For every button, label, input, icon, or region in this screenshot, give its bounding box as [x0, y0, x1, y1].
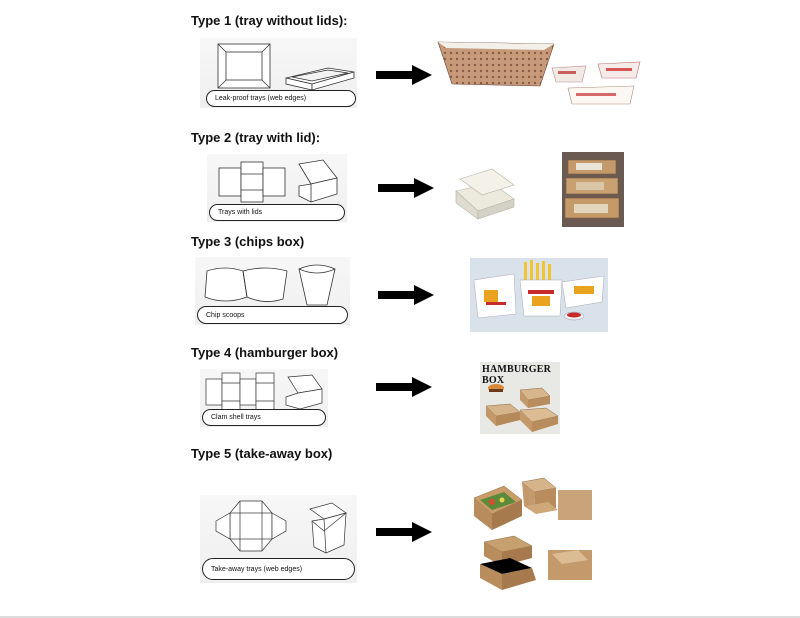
type-3-diagram: Chip scoops — [195, 257, 350, 325]
tray-flat-net-drawing — [217, 43, 355, 91]
type-1-label: Leak-proof trays (web edges) — [206, 90, 356, 107]
type-2-title: Type 2 (tray with lid): — [191, 130, 321, 145]
hamburger-boxes-drawing — [485, 384, 559, 432]
type-2-photo-clamshell — [455, 168, 515, 220]
clam-shell-drawing — [205, 372, 323, 412]
bottom-edge-divider — [0, 616, 800, 618]
type-1-arrow-icon — [376, 65, 432, 85]
type-3-label: Chip scoops — [197, 306, 348, 324]
type-4-label: Clam shell trays — [202, 409, 326, 426]
type-1-photo-paper-trays — [437, 41, 641, 105]
type-2-label: Trays with lids — [209, 204, 345, 221]
take-away-net-drawing — [215, 500, 347, 554]
type-5-title: Type 5 (take-away box) — [191, 446, 333, 461]
type-2-diagram: Trays with lids — [207, 154, 347, 222]
type-3-arrow-icon — [378, 285, 434, 305]
type-4-photo-hamburger-boxes: HAMBURGER BOX — [480, 362, 560, 434]
type-5-photo-takeaway-boxes — [473, 477, 592, 590]
type-5-arrow-icon — [376, 522, 432, 542]
type-5-label: Take-away trays (web edges) — [202, 558, 355, 580]
type-1-title: Type 1 (tray without lids): — [191, 13, 348, 28]
type-2-arrow-icon — [378, 178, 434, 198]
type-5-diagram: Take-away trays (web edges) — [200, 495, 357, 583]
type-3-title: Type 3 (chips box) — [191, 234, 305, 249]
type-2-photo-stacked-boxes — [562, 152, 624, 227]
type-4-diagram: Clam shell trays — [200, 369, 328, 427]
type-4-title: Type 4 (hamburger box) — [191, 345, 339, 360]
chip-scoop-drawing — [204, 264, 336, 306]
type-3-photo-chips-boxes — [470, 258, 608, 332]
type-1-diagram: Leak-proof trays (web edges) — [200, 38, 357, 108]
type-4-arrow-icon — [376, 377, 432, 397]
tray-with-lid-drawing — [218, 159, 338, 203]
hamburger-box-caption: HAMBURGER BOX — [482, 364, 552, 386]
